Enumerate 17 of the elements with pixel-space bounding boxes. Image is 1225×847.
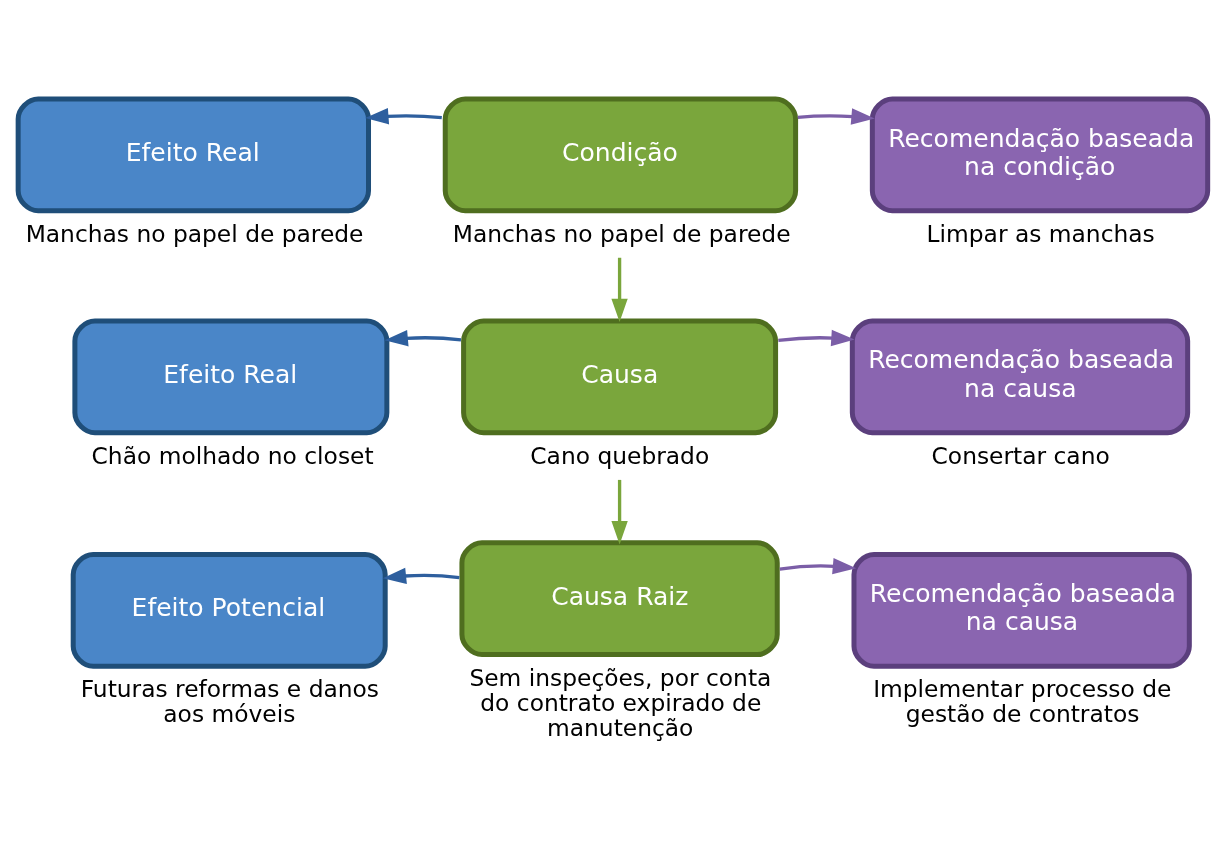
arrow	[382, 567, 460, 585]
node-label: Limpar as manchas	[926, 219, 1155, 248]
node-label: Sem inspeções, por conta do contrato expirado de manutenção	[469, 663, 772, 742]
arrow	[365, 108, 442, 125]
arrow	[611, 479, 628, 545]
node-label: Manchas no papel de parede	[452, 219, 791, 248]
arrow	[384, 330, 462, 347]
arrow	[797, 108, 875, 125]
node-label: Implementar processo de gestão de contratos	[873, 675, 1172, 729]
node-label: Chão molhado no closet	[91, 441, 374, 470]
arrow	[611, 257, 628, 323]
node-label: Manchas no papel de parede	[25, 219, 364, 248]
node-label: Futuras reformas e danos aos móveis	[80, 675, 380, 729]
node-label: Cano quebrado	[530, 441, 710, 470]
arrow	[779, 558, 857, 575]
node-label: Consertar cano	[931, 441, 1110, 470]
arrow	[778, 329, 855, 347]
